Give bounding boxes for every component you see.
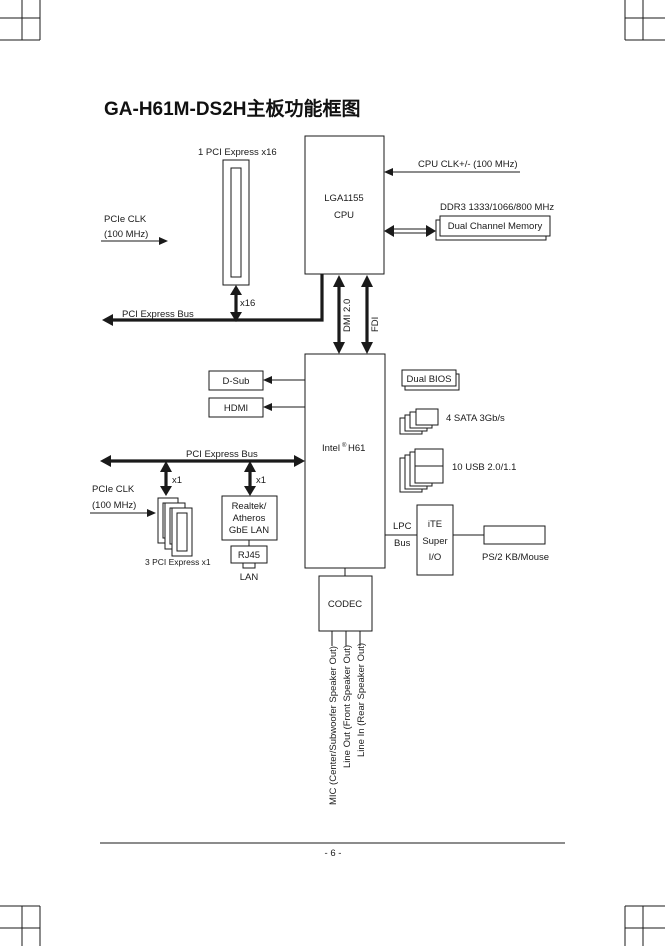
pcie-clk-mid-2: (100 MHz) [92, 500, 136, 511]
dsub-box [208, 370, 264, 391]
x1-right-arrowhead-bottom [244, 486, 256, 496]
pch-model: H61 [348, 443, 365, 454]
ps2-label: PS/2 KB/Mouse [482, 552, 549, 563]
usb-connectors [399, 448, 444, 493]
dsub-arrowhead [263, 376, 272, 384]
pcie-bus-top-arrowhead [102, 314, 113, 326]
sata-connectors [399, 408, 439, 435]
sata-label: 4 SATA 3Gb/s [446, 413, 505, 424]
pcie-x16-label: 1 PCI Express x16 [198, 147, 277, 158]
x1-left-arrowhead-top [160, 461, 172, 472]
pcie-clk-top-1: PCIe CLK [104, 214, 147, 225]
pcie-x1-label: 3 PCI Express x1 [145, 557, 211, 567]
cpu-box [304, 135, 385, 275]
pcie-clk-mid-arrowhead [147, 509, 156, 517]
pcie-x16-slot-inner [230, 167, 242, 278]
hdmi-arrowhead [263, 403, 272, 411]
pcie-clk-top-arrowhead [159, 237, 168, 245]
pcie-bus-top [112, 274, 324, 322]
pch-reg: ® [342, 442, 347, 449]
pcie-bus-mid-label: PCI Express Bus [186, 449, 258, 460]
pcie-bus-mid-arrowhead-right [294, 455, 305, 467]
pcie-bus-top-label: PCI Express Bus [122, 309, 194, 320]
cpu-label-1: LGA1155 [324, 193, 363, 204]
bios-label: Dual BIOS [407, 374, 452, 385]
page-title: GA-H61M-DS2H主板功能框图 [104, 97, 361, 120]
ddr3-label: DDR3 1333/1066/800 MHz [440, 202, 554, 213]
audio-label-1: MIC (Center/Subwoofer Speaker Out) [328, 646, 339, 805]
hdmi-label: HDMI [224, 403, 248, 414]
audio-label-3: Line In (Rear Speaker Out) [356, 643, 367, 757]
x1-left-arrowhead-bottom [160, 486, 172, 496]
dsub-label: D-Sub [223, 376, 250, 387]
bios-front [401, 369, 457, 387]
pcie-clk-top-2: (100 MHz) [104, 229, 148, 240]
usb-label: 10 USB 2.0/1.1 [452, 462, 516, 473]
dmi-arrowhead-bottom [333, 342, 345, 354]
cpu-label-2: CPU [334, 210, 354, 221]
cpu-clk-arrowhead [384, 168, 393, 176]
rj45-label: RJ45 [238, 550, 260, 561]
pch-box [304, 353, 386, 569]
pch-name: Intel [322, 443, 340, 454]
superio-box [416, 504, 454, 576]
lpc-label-2: Bus [394, 538, 411, 549]
dmi-label: DMI 2.0 [342, 299, 353, 332]
superio-1: iTE [428, 519, 442, 530]
fdi-arrowhead-top [361, 275, 373, 287]
pcie-bus-mid-arrowhead-left [100, 455, 111, 467]
pcie-x1-slots [157, 497, 193, 557]
lpc-label-1: LPC [393, 521, 412, 532]
lan-chip-2: Atheros [233, 513, 266, 524]
x16-label: x16 [240, 298, 255, 309]
page-number: - 6 - [325, 848, 342, 859]
lan-chip-3: GbE LAN [229, 525, 269, 536]
x16-link-arrowhead-bottom [230, 312, 242, 322]
lan-chip-box [221, 495, 278, 541]
lan-chip-1: Realtek/ [232, 501, 267, 512]
audio-label-2: Line Out (Front Speaker Out) [342, 645, 353, 768]
cpu-clk-label: CPU CLK+/- (100 MHz) [418, 159, 518, 170]
x1-right-arrowhead-top [244, 461, 256, 472]
lan-label: LAN [240, 572, 259, 583]
memory-label: Dual Channel Memory [448, 221, 543, 232]
x1-right-label: x1 [256, 475, 266, 486]
ps2-box [483, 525, 546, 545]
mem-bus-arrowhead-left [384, 225, 394, 237]
x1-left-label: x1 [172, 475, 182, 486]
x16-link-arrowhead-top [230, 285, 242, 295]
codec-label: CODEC [328, 599, 362, 610]
memory-stack-front [439, 215, 551, 237]
mem-bus-arrowhead-right [426, 225, 436, 237]
superio-2: Super [422, 536, 447, 547]
superio-3: I/O [429, 552, 442, 563]
fdi-arrowhead-bottom [361, 342, 373, 354]
hdmi-box [208, 397, 264, 418]
rj45-tab [242, 562, 256, 569]
dmi-arrowhead-top [333, 275, 345, 287]
pcie-clk-mid-1: PCIe CLK [92, 484, 135, 495]
fdi-label: FDI [370, 317, 381, 332]
